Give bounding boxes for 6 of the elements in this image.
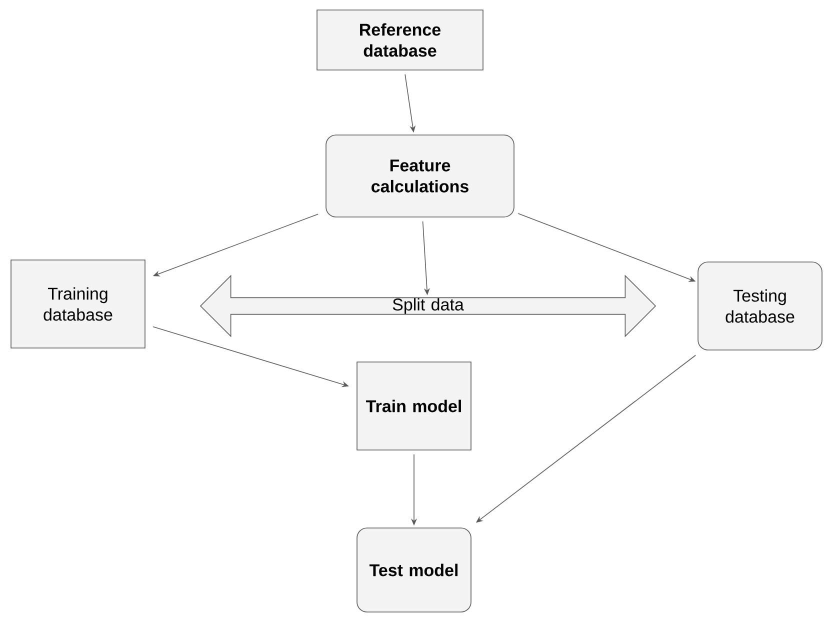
process-box: Train model (356, 362, 472, 450)
process-box: Reference database (316, 10, 484, 70)
process-box: Testing database (698, 262, 822, 350)
process-box: Feature calculations (326, 134, 514, 218)
process-box: Training database (10, 260, 146, 348)
process-box: Test model (356, 528, 472, 612)
